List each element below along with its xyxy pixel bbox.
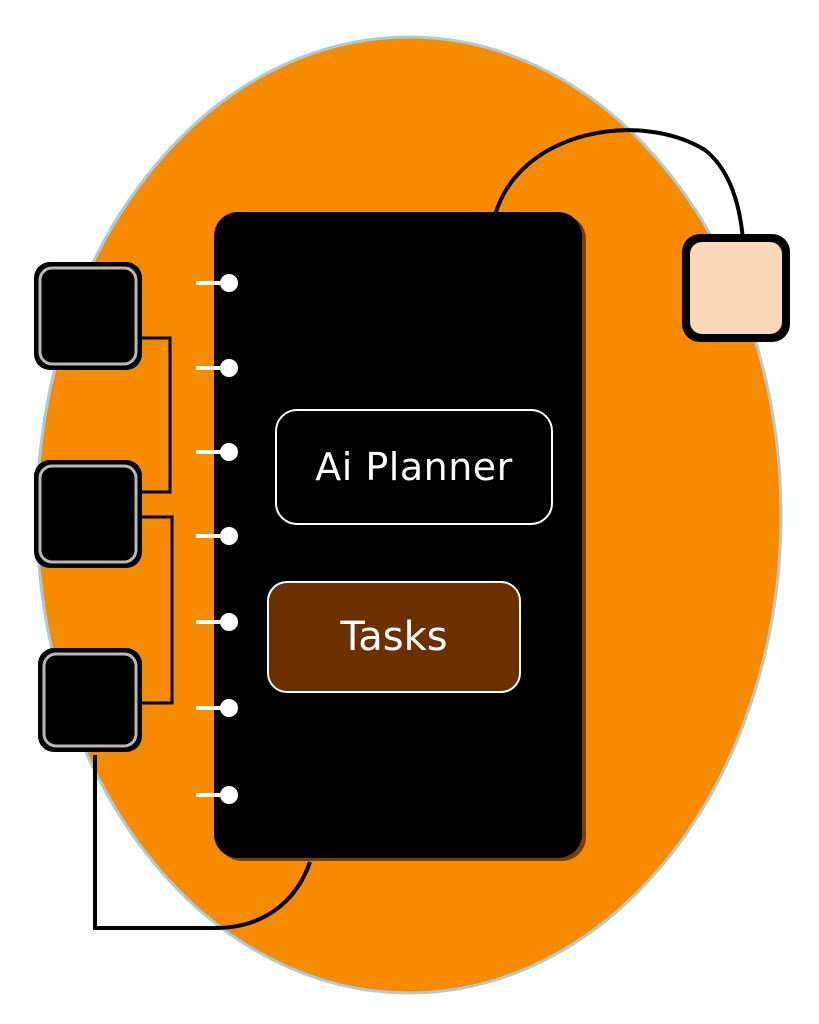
bottom-cord	[93, 755, 312, 930]
planner-title: Ai Planner	[315, 445, 513, 489]
binding-ring	[196, 443, 238, 461]
tab-connector-top	[140, 336, 172, 494]
tag-cord	[493, 128, 745, 241]
tab-square-icon[interactable]	[34, 262, 142, 370]
binding-ring	[196, 699, 238, 717]
tab-connector-bottom	[140, 515, 174, 705]
binding-ring	[196, 274, 238, 292]
ring-binding-icon	[196, 274, 238, 804]
binding-ring	[196, 527, 238, 545]
tasks-button[interactable]: Tasks	[267, 581, 521, 693]
notebook-body	[214, 212, 582, 858]
binding-ring	[196, 786, 238, 804]
binding-ring	[196, 613, 238, 631]
binding-ring	[196, 359, 238, 377]
tab-square-icon[interactable]	[38, 648, 142, 752]
tab-square-icon[interactable]	[34, 460, 142, 568]
tasks-button-label: Tasks	[340, 614, 448, 660]
tag-square-icon[interactable]	[682, 234, 790, 342]
planner-title-box[interactable]: Ai Planner	[275, 409, 553, 525]
